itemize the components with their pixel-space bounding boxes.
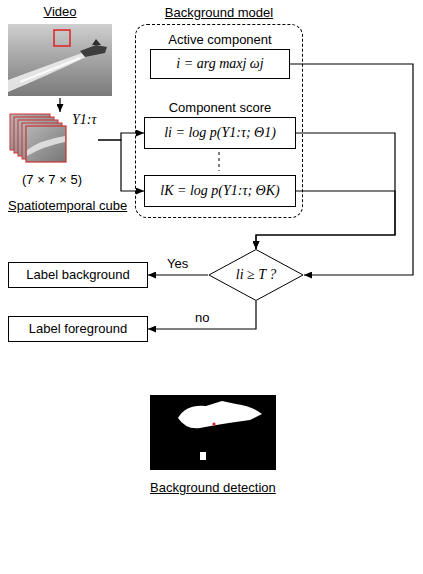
box-heading: Active component: [151, 32, 289, 48]
flow-arrow: [98, 133, 144, 140]
section-heading: Background model: [136, 5, 302, 21]
formula-box: Active componenti = arg maxj ωj: [150, 49, 290, 79]
condition: li ≥ T ?: [236, 267, 277, 283]
dimension-label: (7 × 7 × 5): [22, 172, 82, 188]
process-box: Label background: [8, 262, 148, 288]
section-heading: Video: [8, 4, 112, 20]
flow-arrow: [98, 140, 144, 191]
formula-box: Component scoreli = log p(Y1:τ; Θ1): [144, 117, 296, 149]
box-text: Label background: [26, 267, 129, 283]
continuation-dashes: [219, 152, 220, 171]
box-text: Label foreground: [29, 321, 127, 337]
caption-label: Background detection: [150, 480, 276, 496]
background-model-group: Background modelActive componenti = arg …: [135, 24, 303, 218]
video-panel: Video: [8, 4, 112, 98]
formula: lK = log p(Y1:τ; ΘK): [160, 183, 279, 199]
cube-panel: Y1:τ: [8, 112, 98, 168]
box-heading: Component score: [145, 100, 295, 116]
formula: i = arg maxj ωj: [176, 56, 263, 72]
process-box: Label foreground: [8, 316, 148, 342]
video-frame: [8, 24, 112, 96]
edge-label: no: [193, 310, 211, 326]
spatiotemporal-cube-image: [10, 114, 66, 162]
flow-arrow: [148, 301, 256, 329]
caption-label: Spatiotemporal cube: [8, 198, 127, 214]
flow-arrow: [59, 98, 60, 112]
decision-diamond: li ≥ T ?: [208, 249, 304, 301]
foreground-mask-image: [150, 395, 276, 470]
formula-box: lK = log p(Y1:τ; ΘK): [144, 175, 296, 207]
flow-arrow: [148, 274, 208, 275]
formula: li = log p(Y1:τ; Θ1): [164, 125, 276, 141]
edge-label: Yes: [165, 256, 190, 272]
symbol-label: Y1:τ: [72, 112, 96, 128]
